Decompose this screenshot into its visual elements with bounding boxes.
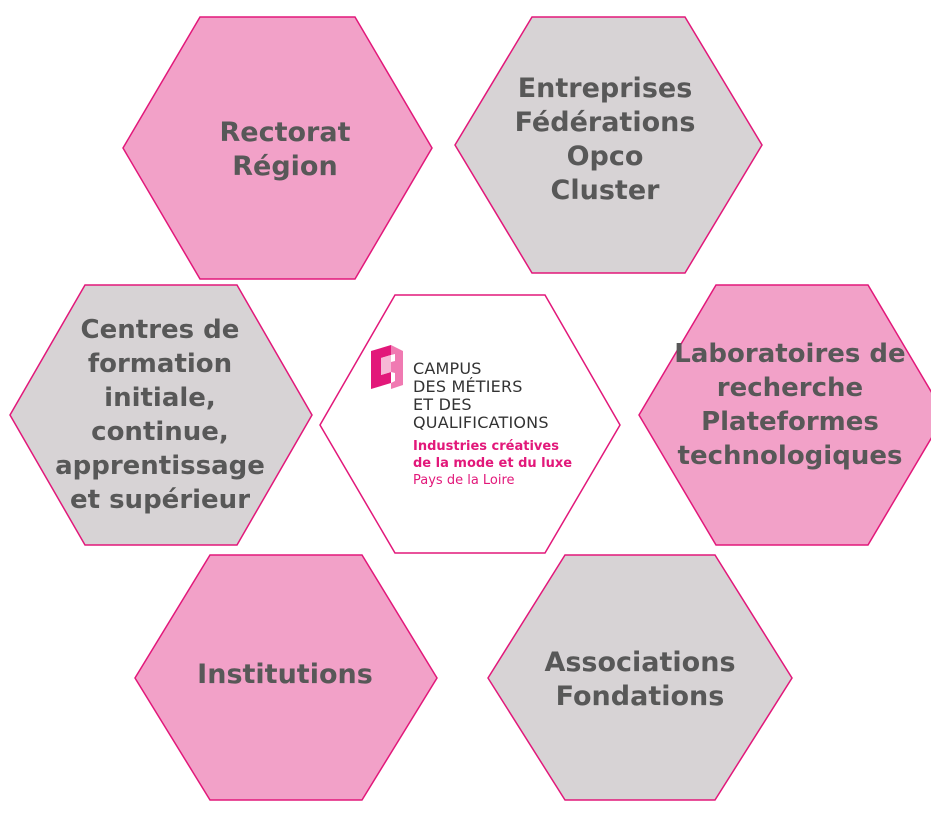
hexagon-label-associations: Associations Fondations xyxy=(544,647,736,712)
hexagon-laboratoires xyxy=(638,284,931,546)
hexagon-institutions xyxy=(134,554,438,801)
logo-title-line: CAMPUS xyxy=(413,359,482,378)
hexagon-rectorat xyxy=(122,16,433,280)
logo-title-line: DES MÉTIERS xyxy=(413,377,523,396)
campus-logo-mark-icon xyxy=(371,345,403,389)
logo-title-line: ET DES xyxy=(413,395,472,414)
logo-title-line: QUALIFICATIONS xyxy=(413,413,549,432)
campus-logo: CAMPUS DES MÉTIERS ET DES QUALIFICATIONS… xyxy=(367,345,607,515)
hexagon-label-entreprises: Entreprises Fédérations Opco Cluster xyxy=(514,73,696,206)
campus-logo-title: CAMPUS DES MÉTIERS ET DES QUALIFICATIONS xyxy=(413,360,549,432)
logo-subtitle-line: Pays de la Loire xyxy=(413,473,515,488)
hexagon-label-laboratoires: Laboratoires de recherche Plateformes te… xyxy=(674,339,906,471)
hexagon-associations xyxy=(487,554,793,801)
hexagon-entreprises xyxy=(454,16,763,274)
campus-logo-subtitle: Industries créatives de la mode et du lu… xyxy=(413,438,572,489)
hexagon-label-institutions: Institutions xyxy=(197,659,373,690)
hexagon-label-centres: Centres de formation initiale, continue,… xyxy=(55,315,265,515)
logo-subtitle-line: Industries créatives xyxy=(413,439,559,454)
hexagon-centres xyxy=(9,284,313,546)
hexagon-label-rectorat: Rectorat Région xyxy=(219,117,351,182)
logo-subtitle-line: de la mode et du luxe xyxy=(413,456,573,471)
